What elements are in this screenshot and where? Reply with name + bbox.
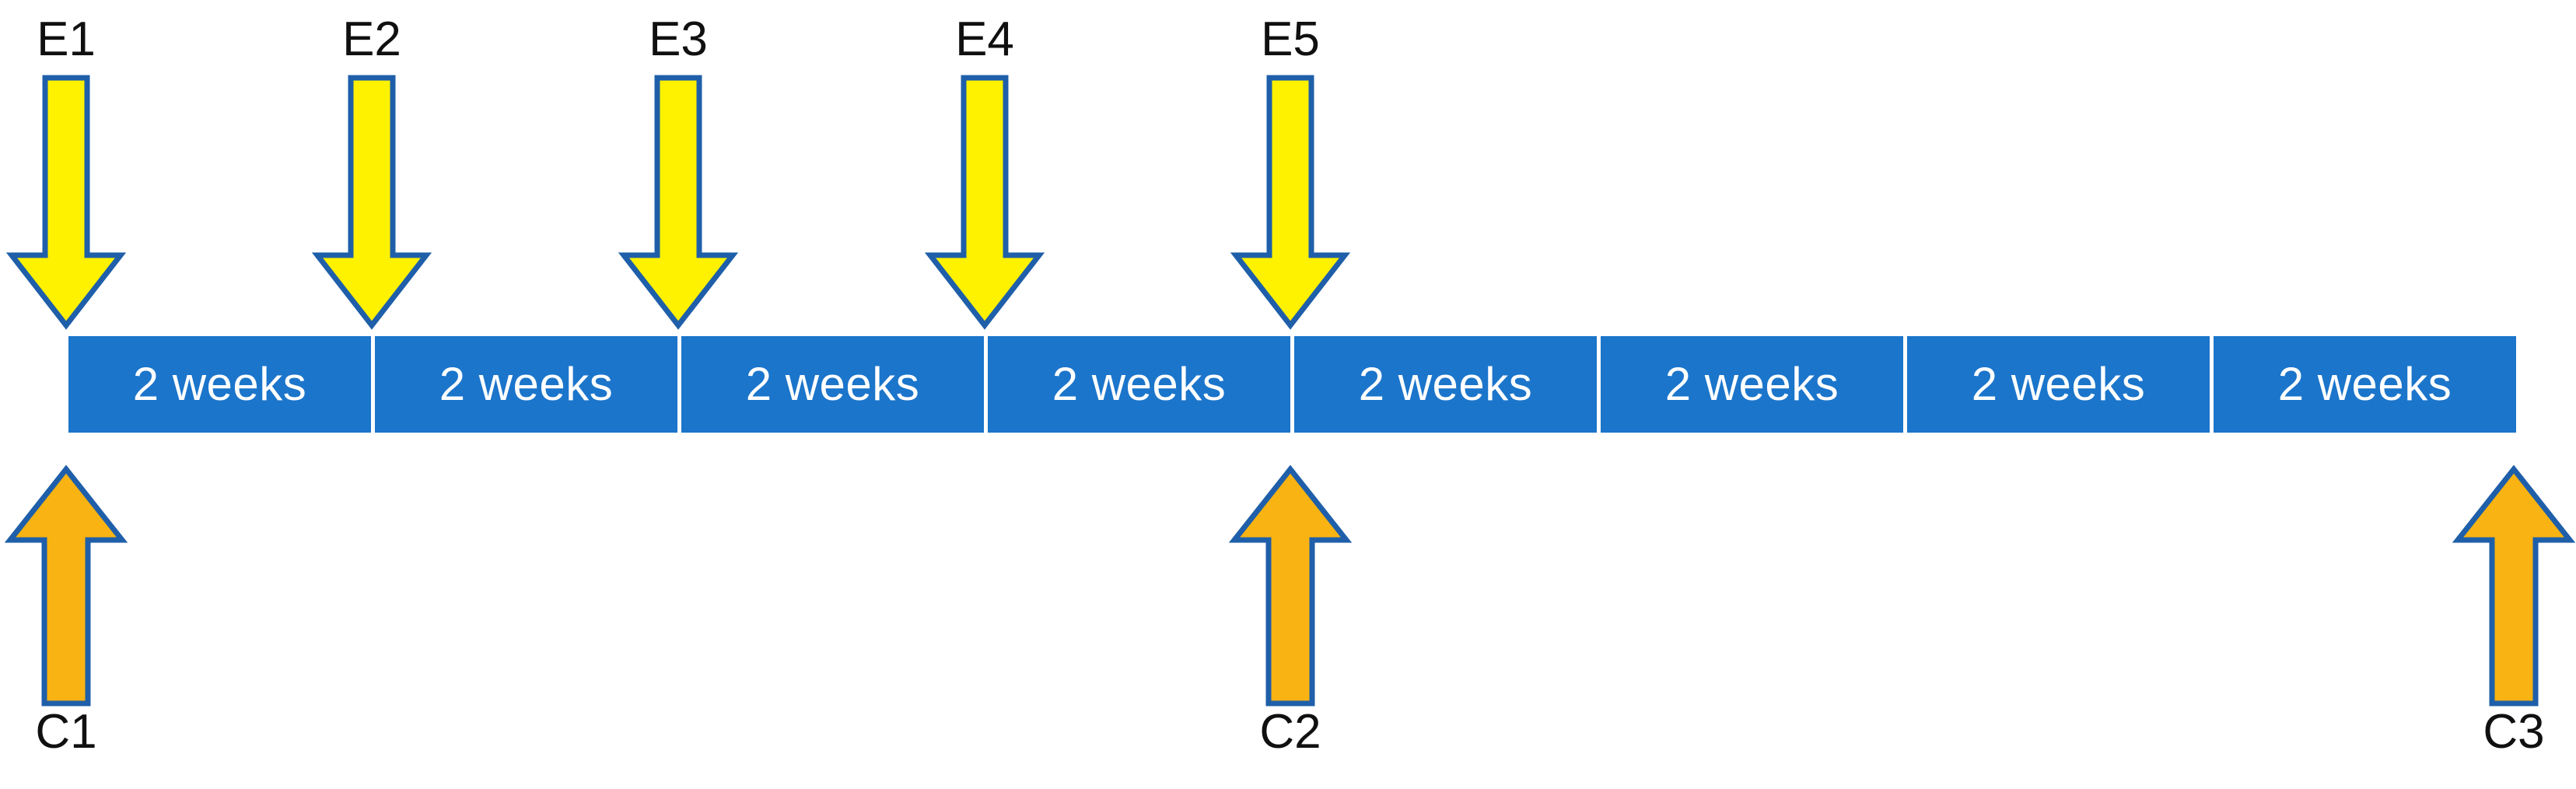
down-arrow-icon xyxy=(1230,75,1351,330)
event-label: E1 xyxy=(37,12,96,66)
up-arrow-icon xyxy=(1228,465,1353,707)
down-arrow-icon xyxy=(311,75,432,330)
event-marker-e2: E2 xyxy=(302,12,442,330)
checkpoint-label: C3 xyxy=(2483,705,2545,759)
timeline-bar: 2 weeks 2 weeks 2 weeks 2 weeks 2 weeks … xyxy=(68,336,2516,433)
timeline-segment: 2 weeks xyxy=(988,336,1294,433)
timeline-segment: 2 weeks xyxy=(375,336,681,433)
event-marker-e1: E1 xyxy=(0,12,136,330)
event-label: E2 xyxy=(342,12,401,66)
timeline-segment-label: 2 weeks xyxy=(439,358,614,410)
timeline-segment: 2 weeks xyxy=(1601,336,1907,433)
timeline-segment-label: 2 weeks xyxy=(132,358,307,410)
checkpoint-marker-c3: C3 xyxy=(2444,465,2576,789)
timeline-segment: 2 weeks xyxy=(2214,336,2516,433)
event-label: E5 xyxy=(1261,12,1320,66)
timeline-segment-label: 2 weeks xyxy=(1052,358,1227,410)
timeline-segment: 2 weeks xyxy=(1907,336,2214,433)
event-marker-e5: E5 xyxy=(1220,12,1360,330)
up-arrow-icon xyxy=(2452,465,2576,707)
event-marker-e4: E4 xyxy=(915,12,1055,330)
timeline-segment: 2 weeks xyxy=(681,336,988,433)
event-label: E4 xyxy=(955,12,1014,66)
event-marker-e3: E3 xyxy=(608,12,748,330)
timeline-segment-label: 2 weeks xyxy=(1664,358,1839,410)
timeline-segment-label: 2 weeks xyxy=(1971,358,2146,410)
up-arrow-icon xyxy=(4,465,128,707)
checkpoint-label: C2 xyxy=(1259,705,1321,759)
checkpoint-marker-c2: C2 xyxy=(1220,465,1360,789)
timeline-segment-label: 2 weeks xyxy=(2277,358,2452,410)
down-arrow-icon xyxy=(618,75,739,330)
timeline-segment-label: 2 weeks xyxy=(745,358,920,410)
checkpoint-marker-c1: C1 xyxy=(0,465,136,789)
timeline-segment: 2 weeks xyxy=(68,336,375,433)
checkpoint-label: C1 xyxy=(35,705,97,759)
down-arrow-icon xyxy=(5,75,127,330)
timeline-segment-label: 2 weeks xyxy=(1358,358,1533,410)
event-label: E3 xyxy=(649,12,708,66)
down-arrow-icon xyxy=(924,75,1045,330)
timeline-segment: 2 weeks xyxy=(1294,336,1601,433)
